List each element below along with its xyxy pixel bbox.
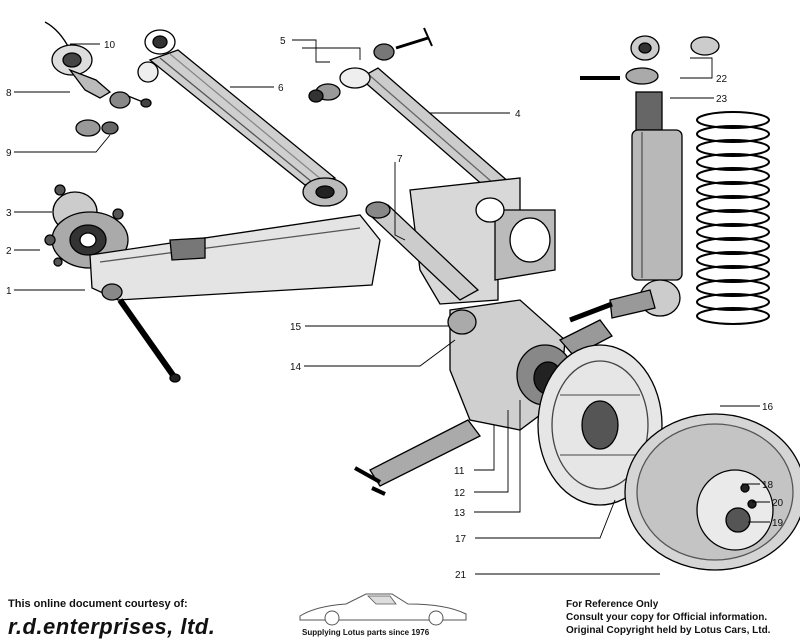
callout-23: 23 xyxy=(716,94,728,105)
copyright-line: Original Copyright held by Lotus Cars, L… xyxy=(566,625,771,636)
universal-joint-assembly xyxy=(44,21,152,137)
callout-15: 15 xyxy=(290,322,302,333)
callout-11: 11 xyxy=(454,466,465,477)
callout-21: 21 xyxy=(455,570,467,581)
consult-line: Consult your copy for Official informati… xyxy=(566,612,768,623)
callout-5: 5 xyxy=(280,36,286,47)
brand-name: r.d.enterprises, ltd. xyxy=(8,614,216,639)
upper-link-4 xyxy=(308,27,520,201)
callout-9: 9 xyxy=(6,148,12,159)
leader-lines xyxy=(14,39,770,575)
callout-17: 17 xyxy=(455,534,467,545)
reference-line: For Reference Only xyxy=(566,599,659,610)
callout-6: 6 xyxy=(278,83,284,94)
reference-notice: For Reference Only Consult your copy for… xyxy=(566,598,770,637)
lower-wishbone-1 xyxy=(89,214,381,383)
callout-14: 14 xyxy=(290,362,302,373)
race-car-logo xyxy=(299,593,467,626)
courtesy-text: This online document courtesy of: xyxy=(8,598,188,610)
callout-18: 18 xyxy=(762,480,774,491)
callout-2: 2 xyxy=(6,246,12,257)
callout-7: 7 xyxy=(397,154,403,165)
half-shaft xyxy=(365,201,480,301)
callout-8: 8 xyxy=(6,88,12,99)
callout-10: 10 xyxy=(104,40,116,51)
brake-drum-21 xyxy=(624,413,800,571)
mounting-bracket-7 xyxy=(409,177,556,305)
tagline: Supplying Lotus parts since 1976 xyxy=(302,628,430,637)
callout-22: 22 xyxy=(716,74,728,85)
callout-19: 19 xyxy=(772,518,784,529)
callout-12: 12 xyxy=(454,488,466,499)
callout-1: 1 xyxy=(6,286,12,297)
callout-4: 4 xyxy=(515,109,521,120)
lower-link xyxy=(569,289,656,323)
radius-arm-6 xyxy=(137,29,348,207)
callout-13: 13 xyxy=(454,508,466,519)
coil-spring-23 xyxy=(696,111,770,325)
callout-20: 20 xyxy=(772,498,784,509)
callout-16: 16 xyxy=(762,402,774,413)
callout-3: 3 xyxy=(6,208,12,219)
callout-numbers: 1 2 3 4 5 6 7 8 9 10 11 12 13 14 15 16 1… xyxy=(6,36,784,581)
